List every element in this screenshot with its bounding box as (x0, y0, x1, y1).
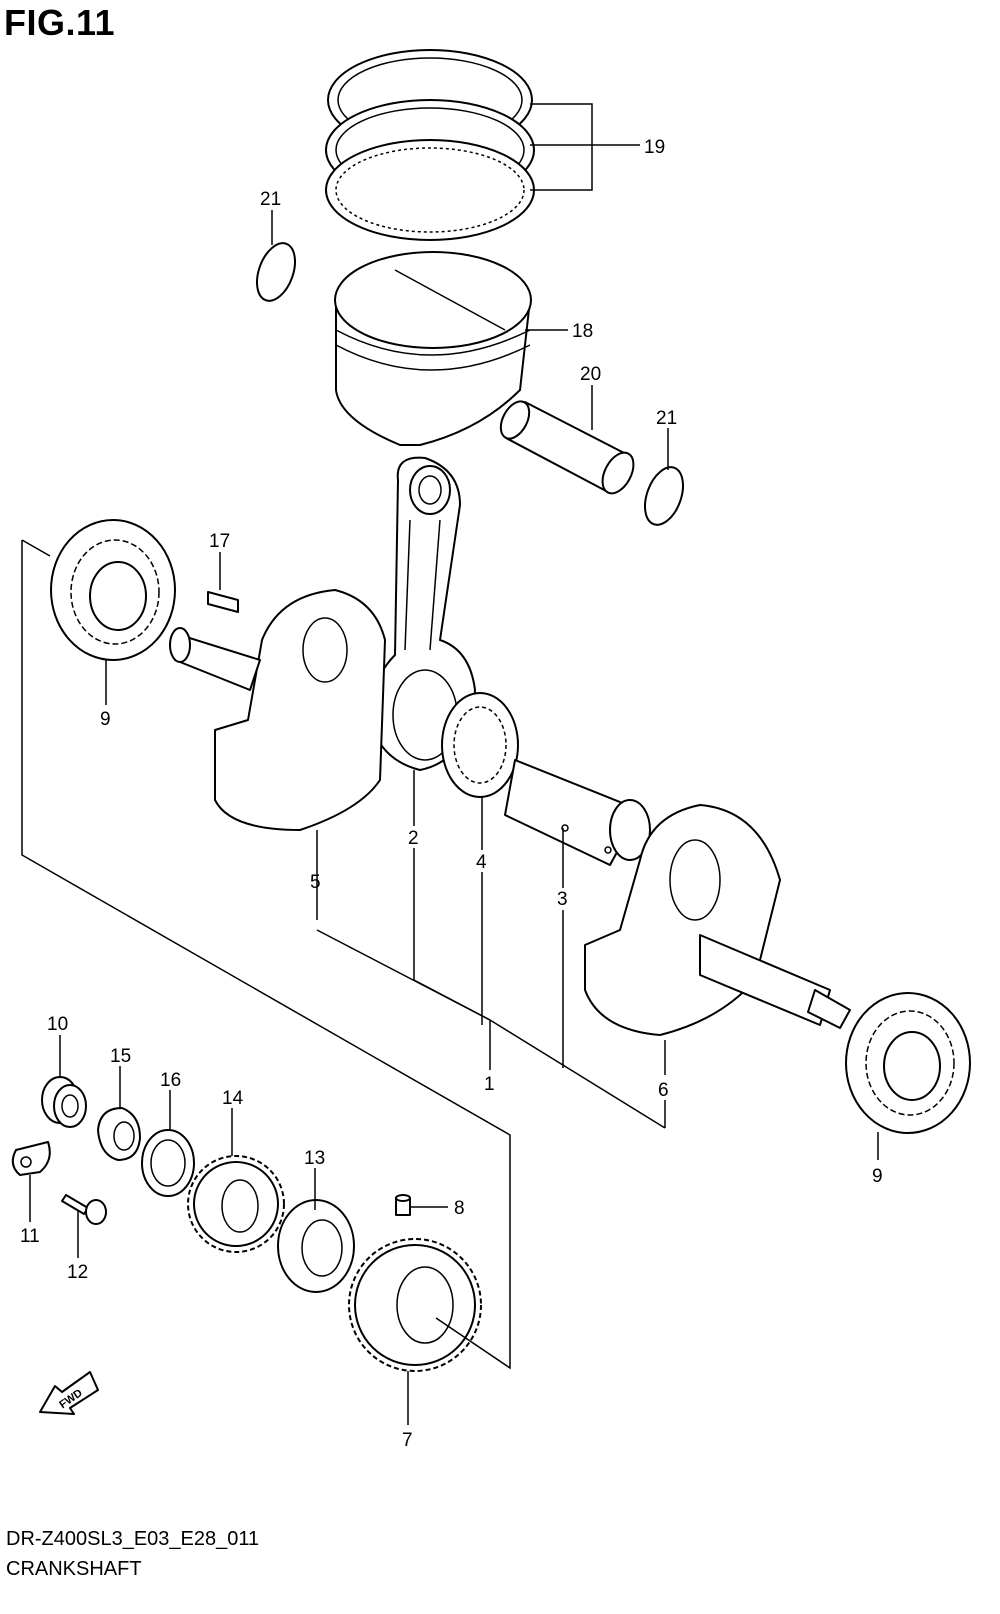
callout-9-left: 9 (100, 709, 111, 730)
bush-10 (41, 1076, 87, 1128)
piston-pin (499, 400, 635, 495)
crank-web-right (584, 804, 851, 1036)
callout-7: 7 (402, 1430, 413, 1451)
callout-16: 16 (160, 1070, 181, 1091)
plate-11 (11, 1141, 51, 1176)
callout-14: 14 (222, 1088, 244, 1109)
main-bearing-right (845, 992, 971, 1134)
callout-12: 12 (67, 1262, 88, 1283)
callout-13: 13 (304, 1148, 325, 1169)
main-bearing-left (50, 519, 176, 661)
diagram-name: CRANKSHAFT (6, 1558, 142, 1580)
piston-rings (325, 49, 535, 241)
leader-lines (21, 103, 879, 1425)
callout-20: 20 (580, 364, 601, 385)
piston (334, 251, 532, 446)
callout-11: 11 (20, 1226, 40, 1247)
pin-8 (395, 1194, 411, 1216)
callout-15: 15 (110, 1046, 131, 1067)
callout-19: 19 (644, 137, 665, 158)
gear-7 (348, 1238, 482, 1372)
washer-16 (141, 1129, 195, 1197)
bearing-13 (277, 1199, 355, 1293)
gear-14 (187, 1155, 285, 1253)
needle-bearing (441, 692, 519, 798)
callout-18: 18 (572, 321, 593, 342)
callout-labels: 19 21 18 20 21 17 9 2 4 5 3 1 6 9 10 15 … (20, 137, 883, 1451)
callout-21-left: 21 (260, 189, 281, 210)
circlip-right (644, 466, 684, 526)
screw-12 (61, 1194, 107, 1225)
callout-9-right: 9 (872, 1166, 883, 1187)
key (207, 591, 239, 613)
callout-3: 3 (557, 889, 568, 910)
diagram-code: DR-Z400SL3_E03_E28_011 (6, 1528, 260, 1550)
figure-title: FIG.11 (4, 2, 116, 43)
callout-1: 1 (484, 1074, 495, 1095)
callout-4: 4 (476, 852, 487, 873)
callout-10: 10 (47, 1014, 68, 1035)
callout-21-right: 21 (656, 408, 677, 429)
nut-15 (97, 1107, 141, 1161)
callout-5: 5 (310, 872, 321, 893)
crank-web-left (169, 589, 386, 831)
crank-pin (504, 759, 651, 866)
circlip-left (256, 242, 296, 302)
callout-6: 6 (658, 1080, 669, 1101)
callout-17: 17 (209, 531, 230, 552)
callout-2: 2 (408, 828, 419, 849)
callout-8: 8 (454, 1198, 465, 1219)
fwd-arrow-icon (39, 1371, 99, 1415)
